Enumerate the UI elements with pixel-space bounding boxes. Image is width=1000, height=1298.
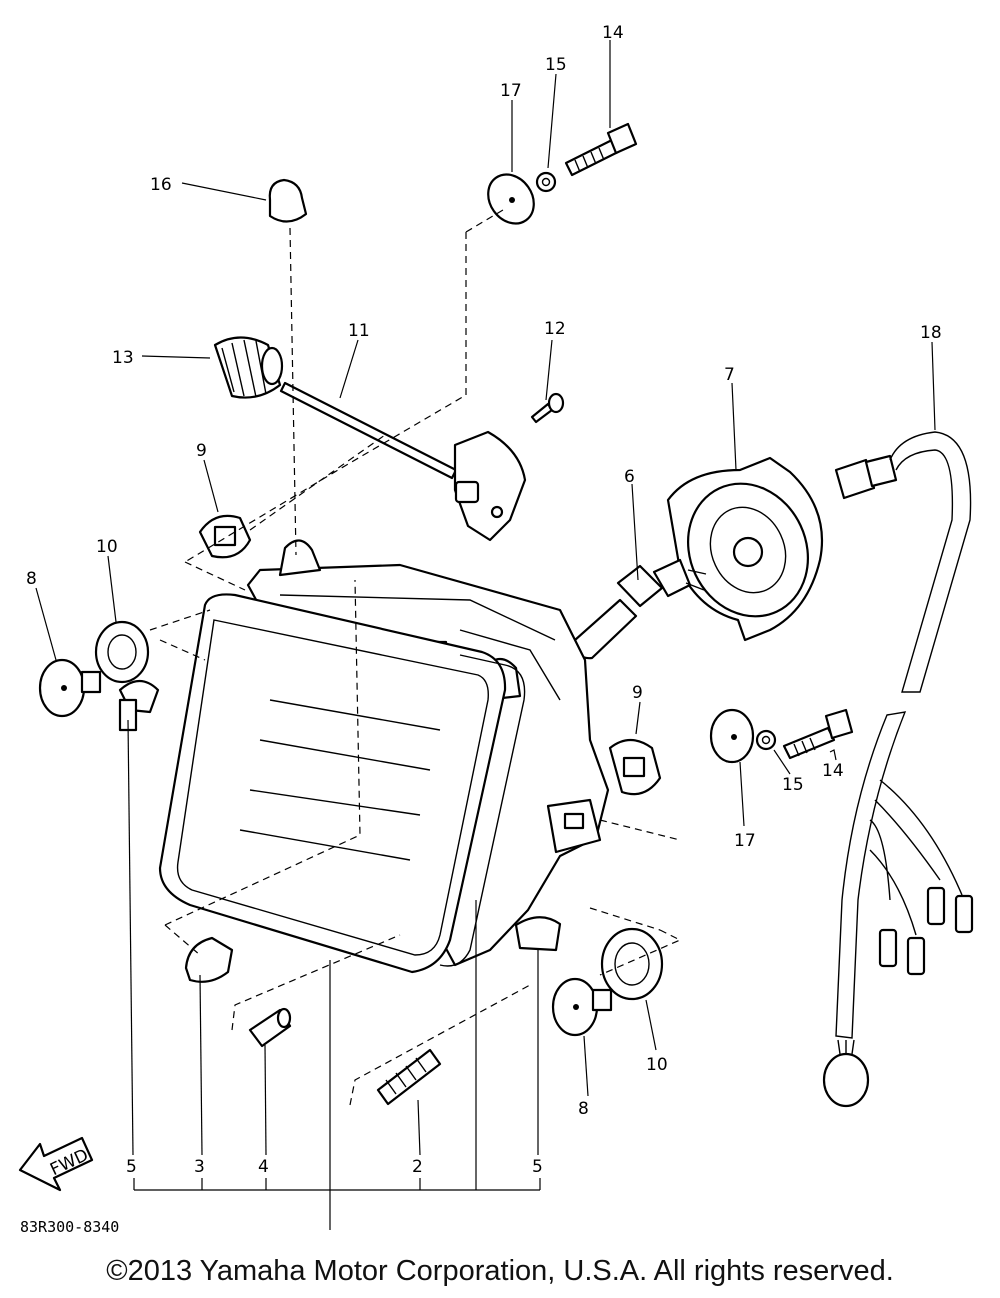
part-9-grommet-lower xyxy=(608,738,662,796)
callout-2: 2 xyxy=(412,1157,423,1177)
callout-15-lower: 15 xyxy=(782,775,804,795)
part-12-screw xyxy=(530,392,565,424)
part-15-lock-washer-lower xyxy=(755,729,777,751)
callout-leader-lines xyxy=(35,40,936,1230)
part-15-lock-washer-upper xyxy=(535,171,557,193)
callout-labels: 14 15 17 16 13 11 12 18 7 6 9 10 8 9 14 … xyxy=(26,23,942,1177)
callout-18: 18 xyxy=(920,323,942,343)
part-3-plug xyxy=(184,936,234,983)
callout-9-right: 9 xyxy=(632,683,643,703)
callout-6: 6 xyxy=(624,467,635,487)
callout-5-left: 5 xyxy=(126,1157,137,1177)
callout-10-right: 10 xyxy=(646,1055,668,1075)
callout-7: 7 xyxy=(724,365,735,385)
callout-5-right: 5 xyxy=(532,1157,543,1177)
assembly-dashed-lines xyxy=(149,209,682,1106)
part-11-adjuster-rod xyxy=(279,381,527,542)
callout-12: 12 xyxy=(544,319,566,339)
part-17-washer-lower xyxy=(709,708,755,764)
part-5-clip-left xyxy=(118,679,160,732)
diagram-code: 83R300-8340 xyxy=(20,1218,119,1236)
part-5-clip-right xyxy=(514,916,562,952)
callout-16: 16 xyxy=(150,175,172,195)
callout-13: 13 xyxy=(112,348,134,368)
callout-17: 17 xyxy=(500,81,522,101)
part-18-wire-harness xyxy=(822,431,974,1108)
callout-8: 8 xyxy=(26,569,37,589)
callout-17-lower: 17 xyxy=(734,831,756,851)
callout-8-right: 8 xyxy=(578,1099,589,1119)
part-8-fastener-right xyxy=(551,977,613,1037)
callout-9: 9 xyxy=(196,441,207,461)
part-8-fastener-left xyxy=(38,658,102,718)
callout-4: 4 xyxy=(258,1157,269,1177)
callout-14-lower: 14 xyxy=(822,761,844,781)
part-17-washer-upper xyxy=(487,173,535,225)
callout-11: 11 xyxy=(348,321,370,341)
part-13-adjuster-knob xyxy=(213,336,284,399)
callout-10: 10 xyxy=(96,537,118,557)
callout-15: 15 xyxy=(545,55,567,75)
part-14-bolt-lower xyxy=(782,708,854,760)
part-4-socket xyxy=(248,1007,292,1048)
fwd-arrow-icon: FWD xyxy=(18,1136,94,1192)
copyright-notice: ©2013 Yamaha Motor Corporation, U.S.A. A… xyxy=(106,1255,894,1287)
part-10-collar-right xyxy=(600,927,664,1001)
callout-14: 14 xyxy=(602,23,624,43)
part-7-bulb-cover xyxy=(666,456,824,642)
part-10-collar-left xyxy=(94,620,150,684)
callout-3: 3 xyxy=(194,1157,205,1177)
headlight-lens-unit xyxy=(158,593,526,974)
part-9-grommet-upper xyxy=(198,514,252,559)
part-16-cap xyxy=(268,178,308,223)
part-14-bolt-upper xyxy=(564,122,638,177)
part-6-bulb xyxy=(573,558,707,660)
part-2-spring xyxy=(376,1048,442,1106)
